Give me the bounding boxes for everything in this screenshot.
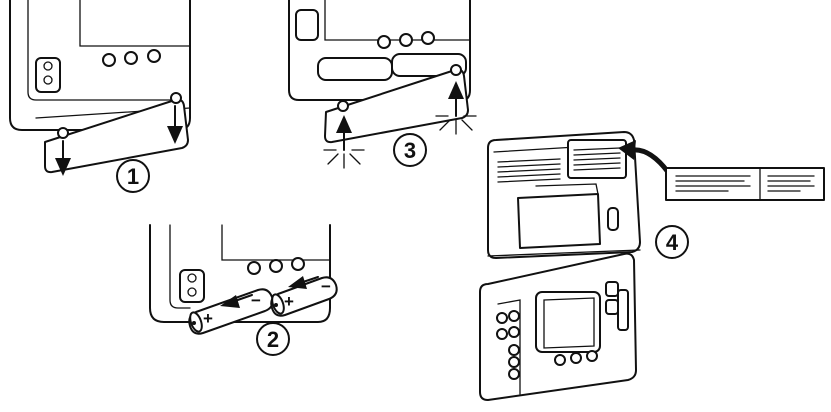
- side-button: [605, 281, 619, 297]
- label-sticker: [665, 167, 825, 201]
- side-button-panel: [295, 9, 319, 41]
- step-1-illustration: 1: [9, 0, 191, 193]
- step-1-number: 1: [127, 164, 139, 189]
- cover-latch: [607, 207, 619, 231]
- battery-negative-label: −: [321, 277, 331, 296]
- button-icon: [508, 310, 520, 322]
- step-3-number: 3: [404, 138, 416, 163]
- cover-tab: [57, 127, 69, 139]
- arrow-curved-icon: [629, 147, 671, 175]
- display-screen: [535, 291, 601, 353]
- step-2-number: 2: [267, 327, 279, 352]
- battery-negative-label: −: [251, 291, 261, 310]
- button-icon: [496, 312, 508, 324]
- button-icon: [102, 53, 116, 67]
- step-2-badge: [256, 322, 290, 356]
- click-marks-icon: [323, 149, 365, 169]
- step-1-badge: [116, 159, 150, 193]
- step-3-illustration: 3: [288, 0, 477, 169]
- battery-positive-label: +: [284, 292, 294, 311]
- button-icon: [147, 49, 161, 63]
- button-icon: [496, 328, 508, 340]
- side-button-panel: [35, 57, 61, 93]
- step-4-illustration: 4: [479, 131, 825, 401]
- battery: [317, 57, 393, 81]
- battery-positive-label: +: [203, 309, 213, 328]
- arrow-up-icon: [448, 81, 464, 99]
- cover-window: [517, 193, 601, 249]
- arrow-insert-icon: [220, 294, 253, 308]
- cover-tab: [337, 100, 349, 112]
- cover-tab: [450, 64, 462, 76]
- button-icon: [508, 368, 520, 380]
- step-3-badge: [393, 133, 427, 167]
- arrow-up-icon: [336, 115, 352, 133]
- button-icon: [269, 259, 283, 273]
- button-icon: [508, 356, 520, 368]
- button-icon: [247, 261, 261, 275]
- battery: + −: [270, 276, 338, 317]
- cover-tab: [170, 92, 182, 104]
- side-button-panel: [179, 269, 205, 303]
- arrow-insert-icon: [288, 276, 319, 289]
- side-switch: [617, 289, 629, 331]
- button-icon: [508, 326, 520, 338]
- button-icon: [421, 31, 435, 45]
- battery: [391, 53, 467, 77]
- click-marks-icon: [435, 115, 477, 135]
- button-icon: [508, 344, 520, 356]
- button-icon: [554, 354, 566, 366]
- step-4-badge: [655, 225, 689, 259]
- button-icon: [570, 352, 582, 364]
- button-icon: [399, 33, 413, 47]
- battery: + −: [188, 288, 274, 335]
- label-lines: [497, 147, 621, 183]
- button-icon: [586, 350, 598, 362]
- side-button: [605, 299, 619, 315]
- button-icon: [291, 257, 305, 271]
- button-icon: [377, 35, 391, 49]
- step-4-number: 4: [666, 230, 679, 255]
- button-icon: [124, 51, 138, 65]
- step-2-illustration: + − + − 2: [149, 224, 338, 356]
